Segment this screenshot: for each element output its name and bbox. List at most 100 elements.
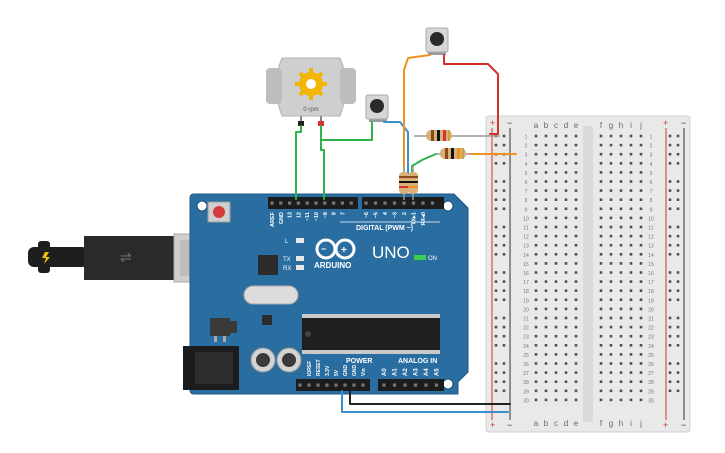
rail-hole[interactable] [676, 189, 680, 192]
rail-hole[interactable] [676, 280, 680, 283]
breadboard-hole[interactable] [554, 380, 558, 383]
breadboard-hole[interactable] [629, 243, 633, 247]
breadboard-hole[interactable] [554, 371, 558, 374]
breadboard-hole[interactable] [599, 243, 603, 247]
breadboard-hole[interactable] [619, 389, 623, 393]
wire-green-motor-left[interactable] [295, 125, 302, 200]
rail-hole[interactable] [502, 316, 506, 320]
breadboard-hole[interactable] [574, 189, 578, 192]
breadboard-hole[interactable] [629, 162, 633, 165]
breadboard-hole[interactable] [574, 289, 578, 292]
breadboard-hole[interactable] [534, 298, 538, 302]
breadboard-hole[interactable] [564, 316, 568, 320]
breadboard-hole[interactable] [534, 207, 538, 211]
rail-hole[interactable] [494, 289, 498, 292]
breadboard-hole[interactable] [609, 398, 613, 402]
rail-hole[interactable] [494, 380, 498, 383]
breadboard-hole[interactable] [619, 307, 623, 311]
breadboard-hole[interactable] [544, 234, 548, 238]
breadboard-hole[interactable] [534, 216, 538, 220]
breadboard-hole[interactable] [554, 189, 558, 192]
digital-header-pin[interactable] [421, 201, 425, 205]
power-header-pin[interactable] [334, 383, 338, 387]
breadboard-hole[interactable] [534, 234, 538, 238]
rail-hole[interactable] [668, 134, 672, 138]
rail-hole[interactable] [502, 143, 506, 147]
rail-hole[interactable] [676, 253, 680, 256]
breadboard-hole[interactable] [574, 298, 578, 302]
breadboard-hole[interactable] [564, 298, 568, 302]
breadboard-hole[interactable] [554, 316, 558, 320]
breadboard-hole[interactable] [574, 234, 578, 238]
rail-hole[interactable] [668, 389, 672, 393]
breadboard-hole[interactable] [554, 262, 558, 265]
breadboard-hole[interactable] [599, 298, 603, 302]
rail-hole[interactable] [668, 152, 672, 156]
breadboard-hole[interactable] [599, 380, 603, 383]
breadboard-hole[interactable] [639, 289, 643, 292]
breadboard-hole[interactable] [619, 289, 623, 292]
breadboard-hole[interactable] [619, 243, 623, 247]
breadboard-hole[interactable] [639, 298, 643, 302]
rail-hole[interactable] [668, 189, 672, 192]
breadboard-hole[interactable] [629, 180, 633, 183]
power-header[interactable] [296, 379, 370, 391]
breadboard-hole[interactable] [564, 353, 568, 356]
rail-hole[interactable] [668, 253, 672, 256]
breadboard-hole[interactable] [619, 362, 623, 365]
wire-orange-top-button[interactable] [403, 54, 431, 177]
rail-hole[interactable] [494, 189, 498, 192]
breadboard-hole[interactable] [629, 216, 633, 220]
breadboard-hole[interactable] [554, 225, 558, 229]
rail-hole[interactable] [676, 362, 680, 365]
resistor-2[interactable] [436, 148, 470, 159]
breadboard-hole[interactable] [609, 189, 613, 192]
breadboard-hole[interactable] [544, 316, 548, 320]
breadboard-hole[interactable] [554, 234, 558, 238]
breadboard-hole[interactable] [639, 280, 643, 283]
rail-hole[interactable] [676, 380, 680, 383]
breadboard-hole[interactable] [544, 334, 548, 338]
breadboard-hole[interactable] [554, 398, 558, 402]
breadboard-hole[interactable] [639, 134, 643, 138]
rail-hole[interactable] [668, 325, 672, 329]
breadboard-hole[interactable] [534, 152, 538, 156]
breadboard-hole[interactable] [619, 344, 623, 347]
analog-header-pin[interactable] [434, 383, 439, 387]
analog-header-pin[interactable] [424, 383, 428, 387]
breadboard-hole[interactable] [619, 271, 623, 274]
rail-hole[interactable] [676, 289, 680, 292]
breadboard-hole[interactable] [544, 280, 548, 283]
rail-hole[interactable] [494, 225, 498, 229]
breadboard-hole[interactable] [544, 207, 548, 211]
breadboard-hole[interactable] [534, 371, 538, 374]
rail-hole[interactable] [494, 325, 498, 329]
breadboard-hole[interactable] [564, 152, 568, 156]
breadboard-hole[interactable] [599, 316, 603, 320]
breadboard-hole[interactable] [554, 271, 558, 274]
digital-header-pin[interactable] [373, 201, 378, 205]
breadboard-hole[interactable] [554, 344, 558, 347]
breadboard-hole[interactable] [619, 162, 623, 165]
rail-hole[interactable] [668, 207, 672, 211]
breadboard-hole[interactable] [564, 171, 568, 174]
breadboard-hole[interactable] [574, 362, 578, 365]
breadboard-hole[interactable] [629, 271, 633, 274]
breadboard-hole[interactable] [629, 189, 633, 192]
rail-hole[interactable] [502, 189, 506, 192]
breadboard-hole[interactable] [564, 162, 568, 165]
breadboard-hole[interactable] [554, 143, 558, 147]
breadboard-hole[interactable] [599, 143, 603, 147]
breadboard-hole[interactable] [554, 216, 558, 220]
rail-hole[interactable] [668, 271, 672, 274]
breadboard-hole[interactable] [564, 143, 568, 147]
breadboard-hole[interactable] [599, 253, 603, 256]
breadboard-hole[interactable] [599, 325, 603, 329]
rail-hole[interactable] [676, 371, 680, 374]
rail-hole[interactable] [494, 162, 498, 165]
rail-hole[interactable] [668, 180, 672, 183]
breadboard-hole[interactable] [574, 307, 578, 311]
rail-hole[interactable] [676, 134, 680, 138]
rail-hole[interactable] [676, 234, 680, 238]
